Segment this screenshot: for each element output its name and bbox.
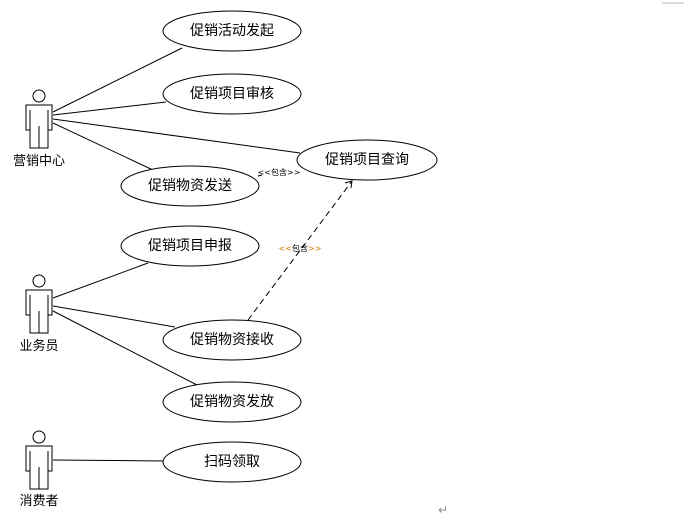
use-case-activity-initiate[interactable]: 促销活动发起 (162, 10, 302, 52)
assoc-line (52, 310, 198, 386)
include-line (257, 174, 263, 177)
use-case-project-query[interactable]: 促销项目查询 (296, 139, 438, 181)
paragraph-mark-icon: ↵ (438, 503, 448, 514)
use-case-material-distribute[interactable]: 促销物资发放 (162, 381, 302, 423)
actor-label: 业务员 (19, 338, 58, 354)
assoc-line (52, 118, 301, 154)
use-case-label: 促销物资发送 (148, 178, 232, 194)
use-case-project-review[interactable]: 促销项目审核 (162, 73, 302, 115)
include-dashed-line (247, 180, 353, 321)
assoc-line (52, 459, 164, 462)
actor-icon (32, 430, 46, 444)
actor-consumer[interactable]: 消费者 (19, 430, 59, 509)
use-case-material-receive[interactable]: 促销物资接收 (162, 319, 302, 361)
use-case-label: 扫码领取 (204, 454, 260, 470)
use-case-label: 促销项目查询 (325, 152, 409, 168)
use-case-label: 促销物资发放 (190, 394, 274, 410)
include-relation-send-query: <<包含>> (258, 167, 301, 177)
associations (52, 47, 301, 462)
actor-icon (32, 274, 46, 288)
include-label: <<包含>> (258, 167, 301, 177)
use-case-label: 促销项目申报 (148, 238, 232, 254)
use-case-project-apply[interactable]: 促销项目申报 (120, 225, 260, 267)
actor-icon (32, 89, 46, 103)
use-case-label: 促销物资接收 (190, 331, 274, 348)
actor-marketing-center[interactable]: 营销中心 (13, 89, 65, 169)
include-label: <<包含>> (279, 243, 322, 253)
actor-label: 营销中心 (13, 154, 65, 169)
use-case-scan-claim[interactable]: 扫码领取 (162, 441, 302, 483)
actor-salesperson[interactable]: 业务员 (19, 274, 59, 354)
assoc-line (52, 101, 167, 116)
use-case-material-send[interactable]: 促销物资发送 (120, 165, 260, 207)
assoc-line (52, 122, 154, 171)
assoc-line (52, 262, 149, 299)
arrow-head-icon (344, 180, 353, 189)
actor-label: 消费者 (19, 494, 58, 509)
assoc-line (52, 305, 176, 328)
assoc-line (52, 47, 183, 113)
include-relation-receive-query: <<包含>> (247, 180, 353, 321)
use-case-label: 促销活动发起 (190, 23, 274, 39)
use-case-label: 促销项目审核 (190, 86, 274, 102)
